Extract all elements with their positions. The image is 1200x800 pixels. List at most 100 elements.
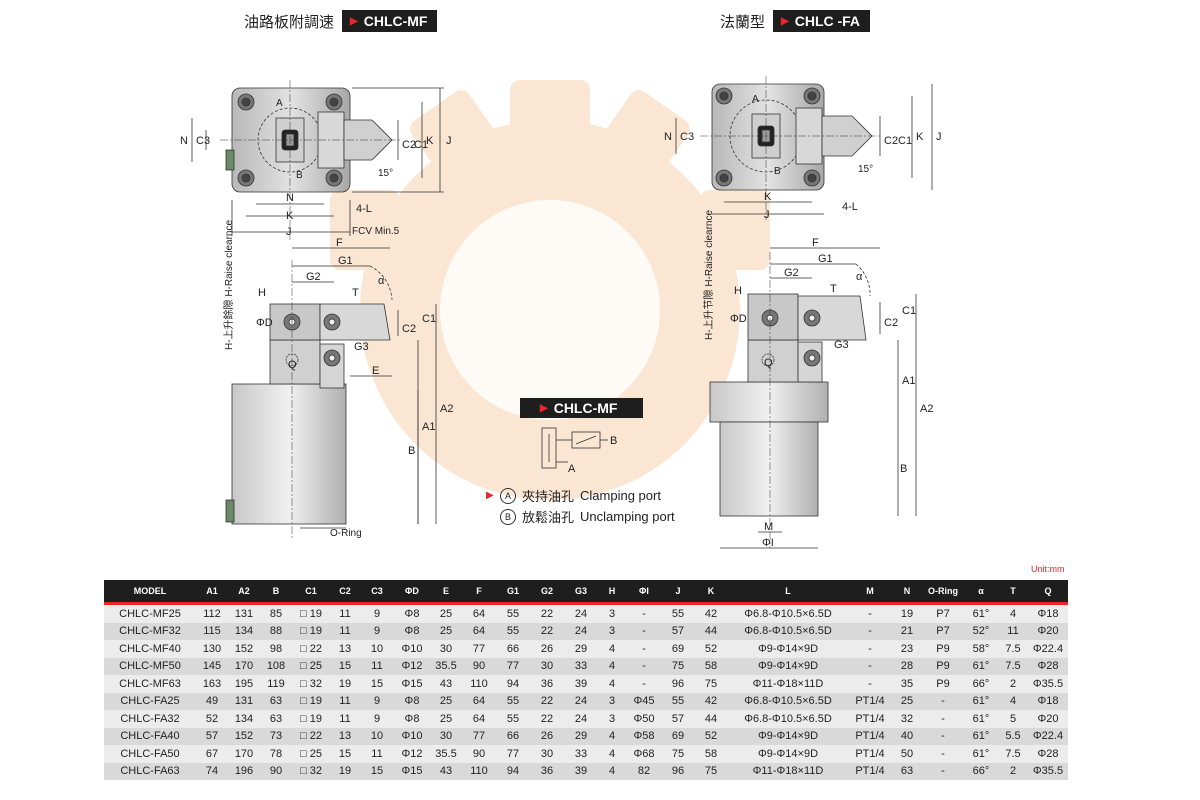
table-cell: 5 — [998, 710, 1028, 728]
table-cell: 73 — [260, 727, 292, 745]
fa-dim-T-label: T — [830, 283, 837, 295]
table-cell: 69 — [662, 727, 694, 745]
table-cell: 43 — [430, 675, 462, 693]
table-cell: 61° — [964, 727, 998, 745]
fa-section-header: 法蘭型 ▶CHLC -FA — [712, 10, 871, 32]
mf-header-tag: ▶CHLC-MF — [342, 10, 438, 32]
table-cell: 11 — [330, 692, 360, 710]
fa-dim-G1-label: G1 — [818, 253, 833, 265]
mf-top-view — [191, 80, 444, 240]
fa-header-code: CHLC -FA — [794, 13, 861, 29]
table-cell: Φ9-Φ14×9D — [728, 727, 848, 745]
table-cell: - — [848, 640, 892, 658]
table-cell: - — [626, 640, 662, 658]
fa-header-cn: 法蘭型 — [720, 13, 766, 31]
table-cell: Φ10 — [394, 727, 430, 745]
fa-port-a-marker: A — [752, 94, 759, 105]
table-cell: Φ6.8-Φ10.5×6.5D — [728, 603, 848, 623]
table-cell: Φ8 — [394, 710, 430, 728]
table-cell: 66 — [496, 640, 530, 658]
table-cell: 3 — [598, 692, 626, 710]
table-cell: 33 — [564, 745, 598, 763]
table-cell: - — [626, 603, 662, 623]
table-cell: 22 — [530, 622, 564, 640]
table-cell: 49 — [196, 692, 228, 710]
table-cell: 64 — [462, 692, 496, 710]
table-cell: □ 19 — [292, 603, 330, 623]
table-cell: - — [626, 622, 662, 640]
dim-H-label: H — [258, 287, 266, 299]
table-cell: - — [922, 692, 964, 710]
column-header: MODEL — [104, 580, 196, 605]
legend-row-clamping: ▶ A 夾持油孔 Clamping port — [486, 485, 675, 506]
column-header: B — [260, 580, 292, 605]
legend-cn-label: 夾持油孔 — [522, 489, 575, 504]
fa-dim-phiI-label: ΦI — [762, 537, 774, 549]
table-cell: 96 — [662, 762, 694, 780]
fa-dim-A2-label: A2 — [920, 403, 933, 415]
circled-letter-icon: A — [500, 487, 516, 504]
table-cell: 64 — [462, 603, 496, 623]
table-cell: 9 — [360, 692, 394, 710]
column-header: F — [462, 580, 496, 605]
table-cell: 55 — [662, 692, 694, 710]
table-cell: 19 — [892, 603, 922, 623]
table-cell: 26 — [530, 727, 564, 745]
table-cell: □ 19 — [292, 622, 330, 640]
column-header: C3 — [360, 580, 394, 605]
table-cell: 63 — [892, 762, 922, 780]
dim-E-label: E — [372, 365, 379, 377]
dim-A2-label: A2 — [440, 403, 453, 415]
table-cell: 11 — [360, 745, 394, 763]
table-cell: 3 — [598, 603, 626, 623]
table-cell: 75 — [694, 762, 728, 780]
column-header: ΦI — [626, 580, 662, 605]
dim-C1-side-label: C1 — [422, 313, 436, 325]
column-header: L — [728, 580, 848, 605]
column-header: G2 — [530, 580, 564, 605]
mf-section-header: 油路板附調速 ▶CHLC-MF — [236, 10, 438, 32]
dim-J-label: J — [286, 226, 292, 238]
table-cell: 9 — [360, 603, 394, 623]
dim-N-label: N — [286, 192, 294, 204]
table-cell: 10 — [360, 640, 394, 658]
table-cell: □ 22 — [292, 727, 330, 745]
dim-4L-label: 4-L — [356, 203, 372, 215]
table-cell: 42 — [694, 603, 728, 623]
hydraulic-circuit-symbol — [541, 427, 608, 469]
dim-C2-label: C2 — [402, 139, 416, 151]
table-cell: 110 — [462, 762, 496, 780]
dim-G2-label: G2 — [306, 271, 321, 283]
table-cell: 52 — [694, 727, 728, 745]
fa-side-view — [709, 247, 917, 549]
table-cell: 26 — [530, 640, 564, 658]
table-cell: Φ8 — [394, 603, 430, 623]
table-cell: 52 — [196, 710, 228, 728]
fa-dim-G2-label: G2 — [784, 267, 799, 279]
mf-top-view-labels: N K J 4-L FCV Min.5 N C3 C2 C1 K J 15° A… — [180, 98, 452, 238]
fa-dim-C3-label: C3 — [680, 131, 694, 143]
circuit-tag: ▶CHLC-MF — [520, 398, 643, 418]
dim-F-label: F — [336, 237, 343, 249]
table-cell: 90 — [462, 745, 496, 763]
fa-dim-N-label: N — [664, 131, 672, 143]
table-cell: Φ45 — [626, 692, 662, 710]
table-cell: 44 — [694, 622, 728, 640]
table-cell: 25 — [892, 692, 922, 710]
angle-15-label: 15° — [378, 168, 393, 179]
table-cell: 61° — [964, 745, 998, 763]
table-cell: Φ12 — [394, 745, 430, 763]
table-cell: 35.5 — [430, 657, 462, 675]
table-cell: 55 — [496, 603, 530, 623]
table-cell: - — [848, 675, 892, 693]
column-header: M — [848, 580, 892, 605]
fa-dim-C2-side-label: C2 — [884, 317, 898, 329]
table-cell: Φ8 — [394, 622, 430, 640]
table-cell: Φ8 — [394, 692, 430, 710]
circuit-port-b-label: B — [610, 435, 617, 447]
table-cell: 134 — [228, 622, 260, 640]
table-cell: □ 32 — [292, 762, 330, 780]
table-cell: 44 — [694, 710, 728, 728]
table-cell: 66° — [964, 762, 998, 780]
